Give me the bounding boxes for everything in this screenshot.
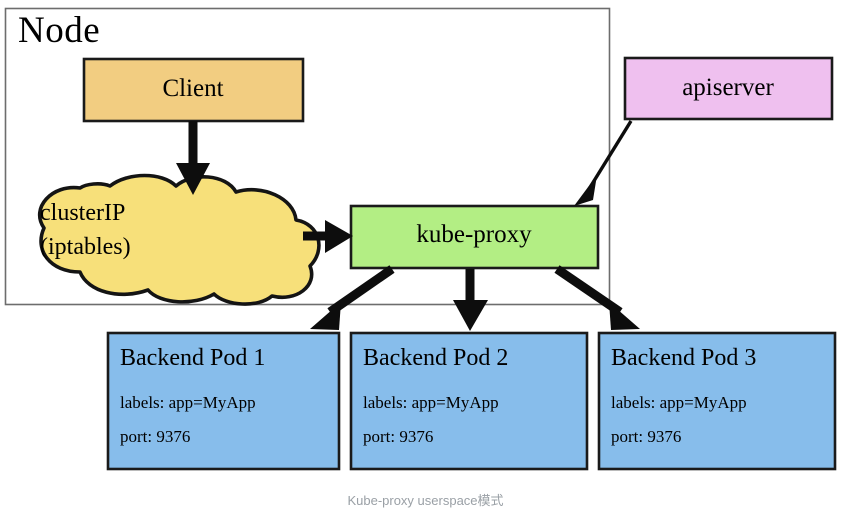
kube-proxy-box[interactable] bbox=[349, 204, 600, 270]
cluster-ip-label: clusterIP (iptables) bbox=[40, 196, 270, 264]
cluster-ip-label-line2: (iptables) bbox=[40, 234, 131, 261]
backend-pod-2-port: port: 9376 bbox=[363, 427, 434, 446]
arrow-client-to-clusterip-icon bbox=[176, 121, 210, 195]
cluster-ip-label-line1: clusterIP bbox=[40, 200, 126, 226]
backend-pod-3-port: port: 9376 bbox=[611, 427, 682, 446]
backend-pod-2-box[interactable] bbox=[349, 331, 589, 471]
backend-pod-2-title: Backend Pod 2 bbox=[363, 345, 509, 371]
cluster-ip-cloud bbox=[37, 173, 321, 306]
backend-pod-3-box[interactable] bbox=[597, 331, 837, 471]
arrow-kubeproxy-to-pod-3-icon bbox=[554, 265, 640, 330]
backend-pod-1-labels: labels: app=MyApp bbox=[120, 393, 256, 412]
apiserver-box[interactable] bbox=[623, 56, 834, 121]
backend-pod-1-port: port: 9376 bbox=[120, 427, 191, 446]
arrow-clusterip-to-kubeproxy-icon bbox=[303, 220, 353, 253]
backend-pod-2-labels: labels: app=MyApp bbox=[363, 393, 499, 412]
arrow-apiserver-to-kubeproxy-icon bbox=[574, 120, 633, 206]
apiserver-label: apiserver bbox=[682, 74, 774, 101]
diagram-caption: Kube-proxy userspace模式 bbox=[347, 493, 504, 508]
node-title: Node bbox=[18, 10, 101, 51]
backend-pod-1-box[interactable] bbox=[106, 331, 341, 471]
client-label: Client bbox=[162, 75, 224, 102]
kube-proxy-label: kube-proxy bbox=[416, 221, 532, 248]
backend-pod-1-title: Backend Pod 1 bbox=[120, 345, 266, 371]
arrow-kubeproxy-to-pod-1-icon bbox=[310, 265, 395, 330]
backend-pod-3-title: Backend Pod 3 bbox=[611, 345, 757, 371]
arrow-kubeproxy-to-pod-2-icon bbox=[453, 269, 488, 331]
backend-pod-3-labels: labels: app=MyApp bbox=[611, 393, 747, 412]
